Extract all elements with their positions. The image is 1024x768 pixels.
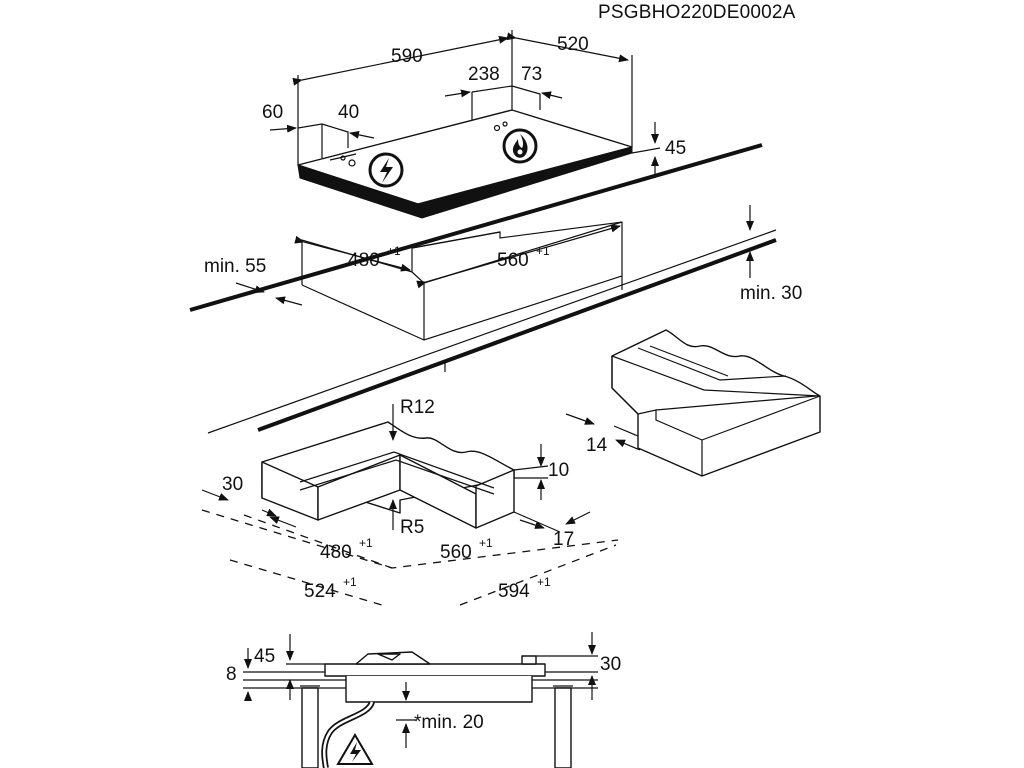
dim-gas-73: 73: [521, 64, 542, 85]
electric-icon: [368, 152, 404, 188]
dim-frame-560: 560: [440, 542, 472, 563]
dim-side-45: 45: [254, 646, 275, 667]
dim-side-30: 30: [600, 654, 621, 675]
dim-frame-524-tol: +1: [343, 575, 357, 589]
dim-gas-238: 238: [468, 64, 500, 85]
dim-frame-524: 524: [304, 581, 336, 602]
dim-14: 14: [586, 435, 608, 456]
dim-width-590: 590: [391, 46, 423, 67]
dim-cutout-560-tol: +1: [536, 244, 550, 258]
dim-min-20: *min. 20: [414, 712, 484, 733]
dim-17: 17: [553, 529, 574, 550]
side-section-drawing: 45 8 30 *min. 20: [226, 632, 621, 768]
dim-30-frame: 30: [222, 474, 243, 495]
document-code: PSGBHO220DE0002A: [598, 2, 796, 23]
corner-detail-drawing: 14: [565, 329, 821, 477]
dim-frame-594-tol: +1: [537, 575, 551, 589]
dim-cutout-480-tol: +1: [387, 244, 401, 258]
dim-elec-40: 40: [338, 102, 359, 123]
worktop-cutout-drawing: 480 +1 560 +1 min. 55 min. 30: [189, 143, 802, 434]
electric-warning-icon: [336, 733, 374, 765]
dim-min-55: min. 55: [204, 256, 266, 277]
dim-r5: R5: [400, 517, 424, 538]
dim-cutout-480: 480: [348, 250, 380, 271]
dim-elec-60: 60: [262, 102, 283, 123]
dim-frame-480-tol: +1: [359, 536, 373, 550]
dim-r12: R12: [400, 397, 435, 418]
dim-height-45: 45: [665, 138, 686, 159]
dim-frame-480: 480: [320, 542, 352, 563]
hob-drawing: 590 520 238 73 60 40 45: [262, 30, 686, 219]
seal-frame-drawing: R12 R5 10 30 17 480 +1 560 +1 524 +1 594…: [201, 397, 619, 606]
dim-cutout-560: 560: [497, 250, 529, 271]
dim-frame-594: 594: [498, 581, 530, 602]
dim-side-8: 8: [226, 664, 237, 685]
dim-10: 10: [548, 460, 569, 481]
dim-frame-560-tol: +1: [479, 536, 493, 550]
gas-flame-icon: [502, 128, 538, 164]
dim-min-30: min. 30: [740, 283, 802, 304]
dim-depth-520: 520: [557, 34, 589, 55]
